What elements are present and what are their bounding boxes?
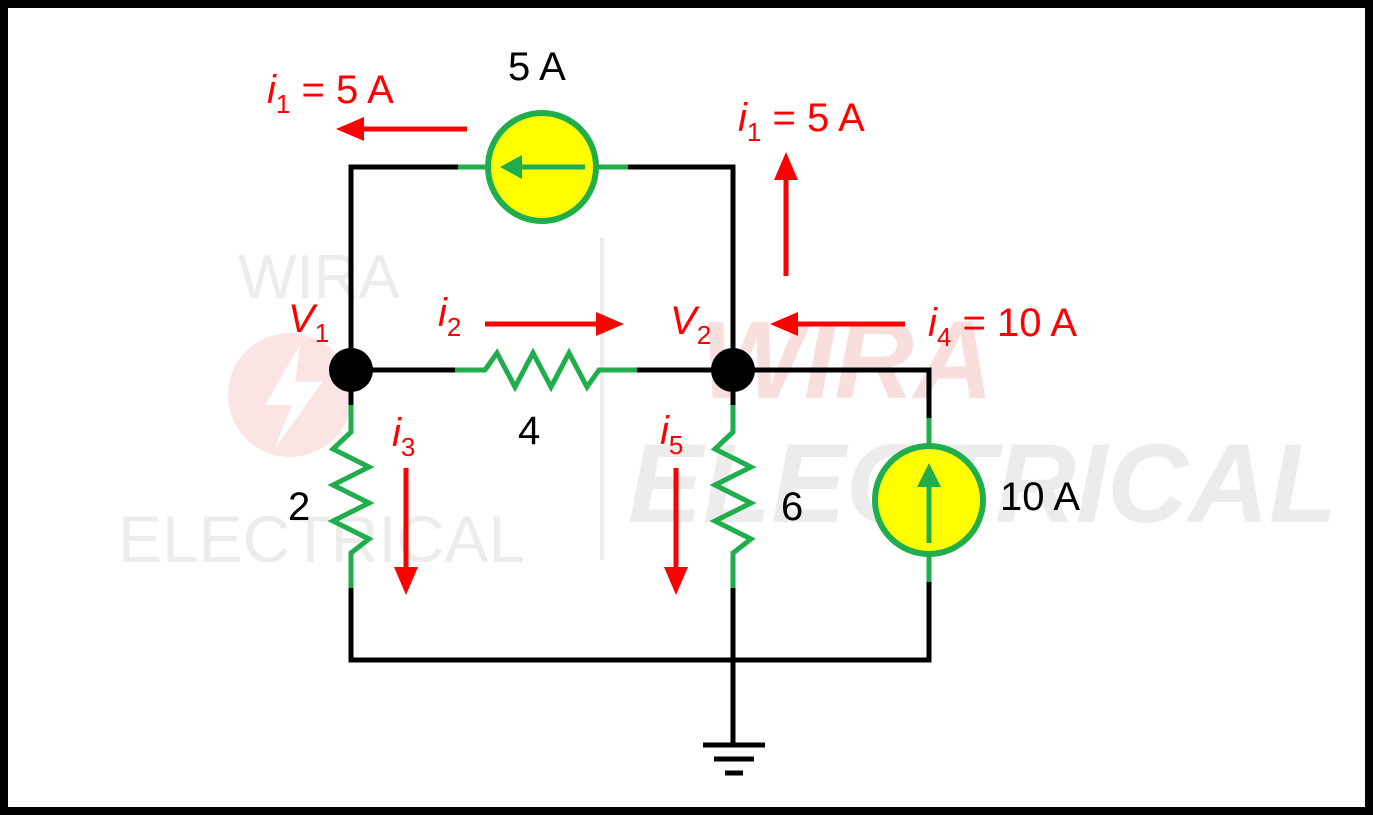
i1-right-label: i1 = 5 A <box>738 96 865 147</box>
current-arrows <box>336 117 905 595</box>
source-5a-label: 5 A <box>508 45 566 89</box>
arrow-i3-icon <box>394 468 418 595</box>
arrow-i1-left-icon <box>336 117 467 141</box>
resistor-2 <box>327 405 375 588</box>
ground-icon <box>703 742 765 776</box>
wire-top-right <box>625 164 736 373</box>
resistor-4 <box>455 347 637 393</box>
node-v1 <box>329 348 373 392</box>
i1-left-label: i1 = 5 A <box>267 68 394 119</box>
arrow-i1-right-icon <box>774 152 798 276</box>
v1-label: V1 <box>288 297 329 348</box>
i5-label: i5 <box>660 409 683 460</box>
i2-label: i2 <box>438 291 461 342</box>
source-10a-label: 10 A <box>1000 475 1080 519</box>
arrow-up-icon <box>917 463 941 487</box>
watermark-bolt-icon <box>265 345 322 448</box>
arrow-left-icon <box>500 155 522 179</box>
watermark-logo-top: WIRA <box>238 243 401 312</box>
i3-label: i3 <box>392 411 415 462</box>
current-source-10a <box>872 418 986 582</box>
current-source-5a <box>458 110 628 224</box>
resistor-6 <box>709 405 757 588</box>
arrow-i2-icon <box>485 312 624 336</box>
arrow-i5-icon <box>664 468 688 595</box>
node-v2 <box>711 348 755 392</box>
watermark-logo-bottom: ELECTRICAL <box>118 502 525 576</box>
resistor-2-label: 2 <box>288 485 310 529</box>
wire-top-left <box>348 164 461 373</box>
arrow-i4-icon <box>770 312 905 336</box>
resistor-4-label: 4 <box>518 409 540 453</box>
v2-label: V2 <box>670 299 711 350</box>
wire-right-top <box>730 367 932 421</box>
resistor-6-label: 6 <box>781 485 803 529</box>
i4-label: i4 = 10 A <box>928 301 1077 352</box>
